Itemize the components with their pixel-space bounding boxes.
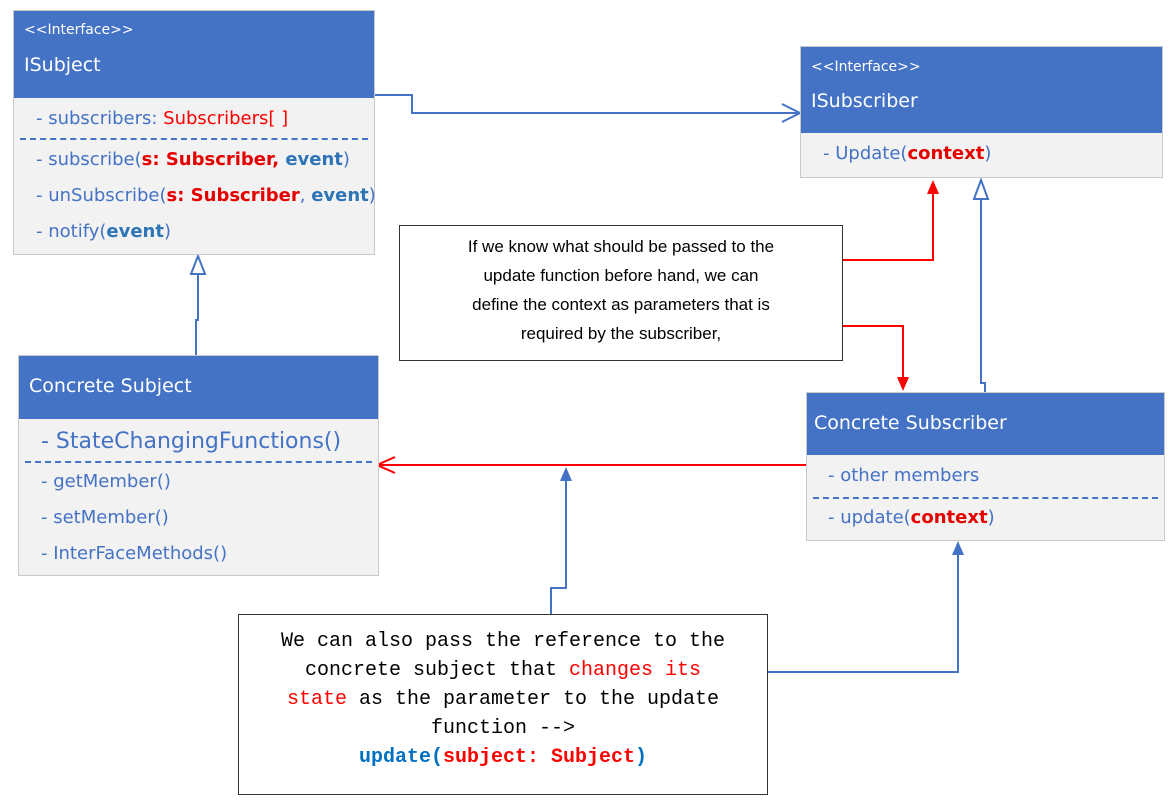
concrete-subject-method-set: - setMember() <box>41 507 169 528</box>
concrete-subscriber-title: Concrete Subscriber <box>814 412 1007 434</box>
concrete-subject-title: Concrete Subject <box>29 375 192 397</box>
subject-note-line-4: function --> <box>430 717 576 740</box>
context-note-line-3: define the context as parameters that is <box>472 295 770 314</box>
isubscriber-method-update: - Update(context) <box>823 143 992 164</box>
subject-note-line-3: state as the parameter to the update <box>286 688 720 711</box>
isubject-to-isubscriber-arrow <box>375 94 800 114</box>
subject-note-line-5: update(subject: Subject) <box>358 746 648 769</box>
note-to-concrete-subscriber-red-line <box>843 325 904 378</box>
isubject-method-subscribe: - subscribe(s: Subscriber, event) <box>36 149 350 170</box>
note-to-concrete-subscriber-red-arrowhead <box>897 377 909 391</box>
context-note-line-1: If we know what should be passed to the <box>467 237 775 256</box>
note-to-update-red-arrowhead <box>927 180 939 194</box>
note-to-update-blue-line <box>768 555 959 673</box>
isubject-class[interactable]: <<Interface>> ISubject - subscribers: Su… <box>13 10 376 255</box>
isubject-stereotype: <<Interface>> <box>24 22 134 38</box>
context-note-line-4: required by the subscriber, <box>520 324 722 343</box>
isubject-attribute: - subscribers: Subscribers[ ] <box>36 108 289 129</box>
concrete-subscriber-header: Concrete Subscriber <box>807 393 1164 455</box>
concrete-subject-realization-line <box>195 274 199 355</box>
concrete-subject-method-get: - getMember() <box>41 471 171 492</box>
concrete-subject-method-interface: - InterFaceMethods() <box>41 543 228 564</box>
concrete-subscriber-class[interactable]: Concrete Subscriber - other members - up… <box>806 392 1165 541</box>
concrete-subscriber-method-update: - update(context) <box>828 507 995 528</box>
concrete-subject-separator <box>25 461 372 463</box>
note-to-update-red-line <box>843 193 934 261</box>
isubject-title: ISubject <box>24 54 101 76</box>
isubject-realization-triangle <box>189 253 207 275</box>
isubject-separator <box>20 138 368 140</box>
concrete-subject-attribute: - StateChangingFunctions() <box>41 429 342 454</box>
subject-note-line-1: We can also pass the reference to the <box>280 630 726 653</box>
concrete-subject-class[interactable]: Concrete Subject - StateChangingFunction… <box>18 355 379 576</box>
subject-reference-note: We can also pass the reference to the co… <box>238 614 768 795</box>
isubscriber-title: ISubscriber <box>811 90 918 112</box>
isubscriber-header: <<Interface>> ISubscriber <box>801 47 1162 133</box>
concrete-subject-header: Concrete Subject <box>19 356 378 419</box>
isubscriber-class[interactable]: <<Interface>> ISubscriber - Update(conte… <box>800 46 1163 178</box>
note-to-red-line-blue-line <box>550 481 567 614</box>
isubject-method-notify: - notify(event) <box>36 221 172 242</box>
concrete-subscriber-separator <box>813 497 1158 499</box>
isubject-method-unsubscribe: - unSubscribe(s: Subscriber, event) <box>36 185 376 206</box>
isubscriber-realization-triangle <box>972 177 990 200</box>
subject-note-line-2: concrete subject that changes its <box>304 659 702 682</box>
isubscriber-stereotype: <<Interface>> <box>811 59 921 75</box>
note-to-update-blue-arrowhead <box>952 541 964 555</box>
isubject-header: <<Interface>> ISubject <box>14 11 374 98</box>
note-to-red-line-blue-arrowhead <box>560 467 572 481</box>
context-note: If we know what should be passed to the … <box>399 225 843 361</box>
context-note-line-2: update function before hand, we can <box>483 266 759 285</box>
concrete-subscriber-realization-line <box>980 199 986 392</box>
concrete-subscriber-attribute: - other members <box>828 465 980 486</box>
